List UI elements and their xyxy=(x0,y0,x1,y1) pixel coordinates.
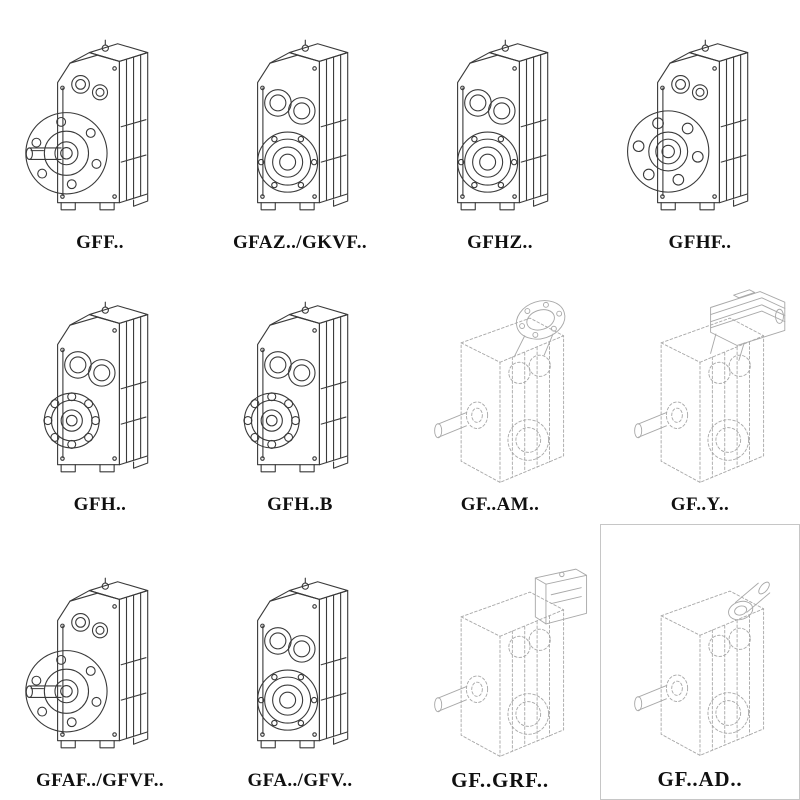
model-label: GF..GRF.. xyxy=(451,767,549,792)
model-label: GFH..B xyxy=(267,494,333,516)
model-label: GFHF.. xyxy=(668,232,732,254)
catalog-cell-gfh: GFH.. xyxy=(0,262,200,524)
gearbox-drawing-shaft-adapter xyxy=(608,554,792,766)
model-label: GFAZ../GKVF.. xyxy=(233,232,367,254)
gearbox-drawing-bearing xyxy=(208,281,392,493)
catalog-cell-gf-y: GF..Y.. xyxy=(600,262,800,524)
catalog-cell-gfaf-gfvf: GFAF../GFVF.. xyxy=(0,524,200,800)
catalog-cell-gfa-gfv: GFA../GFV.. xyxy=(200,524,400,800)
catalog-cell-gf-am: GF..AM.. xyxy=(400,262,600,524)
gearbox-drawing-bore xyxy=(208,557,392,769)
gearbox-drawing-bearing xyxy=(8,281,192,493)
catalog-cell-gfaz-gkvf: GFAZ../GKVF.. xyxy=(200,0,400,262)
gearbox-drawing-flange-shaft xyxy=(8,19,192,231)
gearbox-drawing-flange-shaft xyxy=(8,557,192,769)
model-label: GF..AM.. xyxy=(460,494,540,516)
model-label: GFA../GFV.. xyxy=(247,770,353,792)
catalog-cell-gf-grf: GF..GRF.. xyxy=(400,524,600,800)
catalog-cell-gfhf: GFHF.. xyxy=(600,0,800,262)
catalog-cell-gfhz: GFHZ.. xyxy=(400,0,600,262)
catalog-cell-gf-ad: GF..AD.. xyxy=(600,524,800,800)
model-label: GFHZ.. xyxy=(467,232,533,254)
catalog-cell-gff: GFF.. xyxy=(0,0,200,262)
gearbox-drawing-mounted-motor xyxy=(608,281,792,493)
gearbox-drawing-motor-adapter-flange xyxy=(408,281,592,493)
gearbox-drawing-flange xyxy=(608,19,792,231)
model-label: GFAF../GFVF.. xyxy=(35,770,164,792)
model-label: GF..Y.. xyxy=(670,494,730,516)
catalog-cell-gfh-b: GFH..B xyxy=(200,262,400,524)
model-label: GFF.. xyxy=(76,232,124,254)
gearbox-drawing-bore xyxy=(408,19,592,231)
gearbox-drawing-input-adapter xyxy=(408,555,592,767)
model-label: GF..AD.. xyxy=(657,766,743,791)
gearbox-drawing-bore xyxy=(208,19,392,231)
model-label: GFH.. xyxy=(73,494,127,516)
